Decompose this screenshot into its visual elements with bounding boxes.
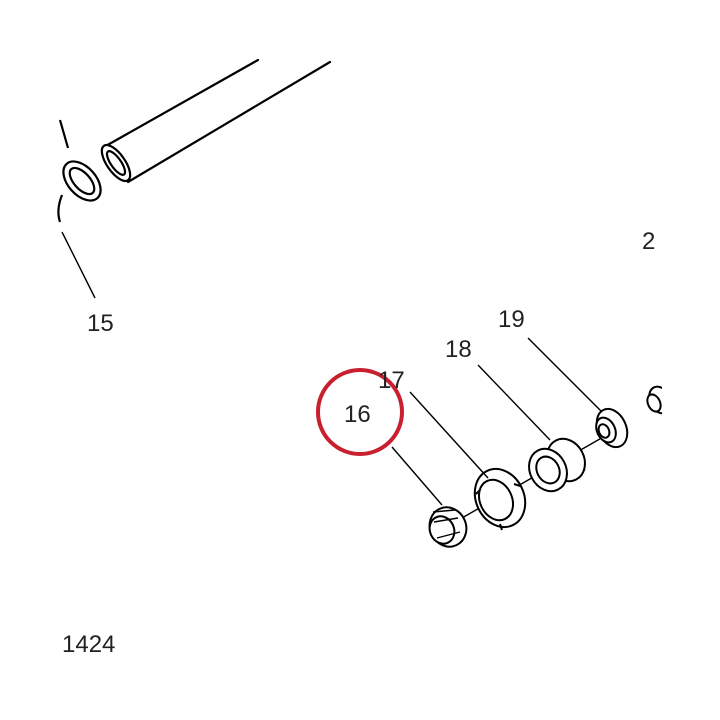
washer-part-15 <box>57 119 102 223</box>
bushing-part-18 <box>528 437 586 493</box>
figure-number: 1424 <box>62 631 115 658</box>
part-label-18: 18 <box>445 336 472 363</box>
part-label-15: 15 <box>87 310 114 337</box>
part-label-16: 16 <box>344 401 371 428</box>
leader-line-15 <box>61 231 96 299</box>
highlight-circle <box>316 368 404 456</box>
part-label-2: 2 <box>642 228 655 255</box>
shaft-tube <box>100 58 332 184</box>
knurled-nut-part-16 <box>428 506 468 548</box>
flanged-washer-part-19 <box>595 407 629 449</box>
partial-part-right-edge <box>646 380 720 430</box>
slotted-ring-part-17 <box>473 467 527 531</box>
part-label-19: 19 <box>498 306 525 333</box>
leader-line-16 <box>391 446 443 506</box>
leader-line-19 <box>527 337 603 413</box>
leader-line-17 <box>409 391 489 479</box>
part-label-17: 17 <box>378 367 405 394</box>
leader-line-18 <box>477 364 551 441</box>
